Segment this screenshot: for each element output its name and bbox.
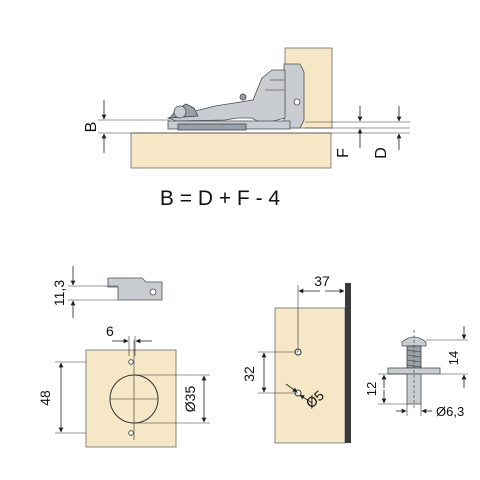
hinge-arm xyxy=(166,69,286,125)
label-14: 14 xyxy=(446,351,461,365)
label-f: F xyxy=(335,148,352,158)
label-d35: Ø35 xyxy=(182,386,198,413)
adjust-screw xyxy=(239,93,247,101)
label-d: D xyxy=(373,147,390,159)
screw-dowel xyxy=(406,373,422,405)
label-32: 32 xyxy=(241,366,257,382)
label-b: B xyxy=(83,122,100,133)
door-panel xyxy=(130,132,332,169)
cup-profile xyxy=(107,277,163,301)
hinge-pivot xyxy=(173,105,187,119)
plate-holes-view: 37 32 Ø5 xyxy=(241,273,351,444)
label-6: 6 xyxy=(106,323,114,339)
mounting-plate xyxy=(283,63,305,129)
panel-edge xyxy=(345,283,351,443)
door-bore-view: 6 48 Ø35 xyxy=(37,323,210,448)
side-panel-drill xyxy=(274,307,346,444)
plate-screw xyxy=(293,98,301,106)
formula-text: B = D + F - 4 xyxy=(160,187,281,210)
label-48: 48 xyxy=(37,390,53,406)
label-11-3: 11,3 xyxy=(51,280,67,306)
hinge-base xyxy=(177,123,247,131)
mounted-hinge-view: B F D xyxy=(83,47,410,169)
label-37: 37 xyxy=(314,273,330,289)
cup-profile-view: 11,3 xyxy=(51,266,163,318)
label-12: 12 xyxy=(364,382,379,396)
label-d6-3: Ø6,3 xyxy=(436,404,464,419)
screw-view: 14 12 Ø6,3 xyxy=(364,326,468,419)
